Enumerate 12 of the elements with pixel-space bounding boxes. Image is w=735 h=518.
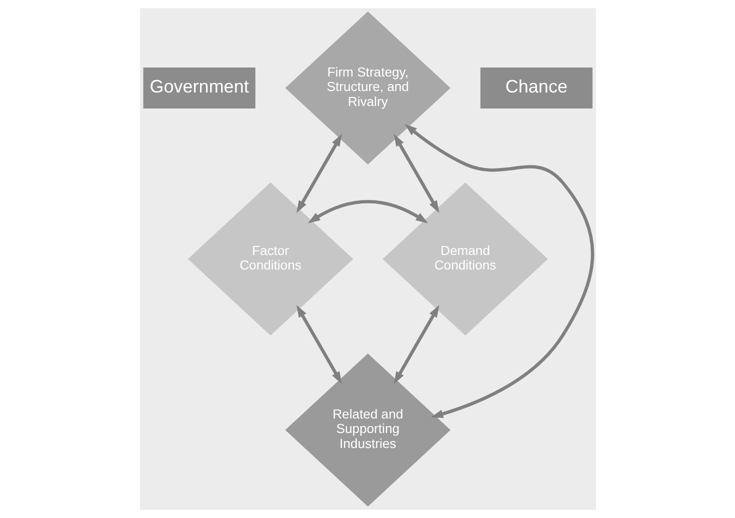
node-box: Chance [480, 68, 592, 108]
arrow [393, 304, 439, 384]
arrow [296, 134, 342, 213]
node-diamond: Factor Conditions [187, 182, 353, 336]
arrow [307, 200, 428, 224]
arrow [393, 134, 439, 213]
arrow [404, 124, 594, 418]
node-box: Government [142, 68, 255, 108]
node-diamond: Firm Strategy, Structure, and Rivalry [284, 11, 450, 164]
arrow [296, 304, 342, 384]
node-diamond: Demand Conditions [382, 182, 548, 336]
node-diamond: Related and Supporting Industries [284, 354, 450, 507]
